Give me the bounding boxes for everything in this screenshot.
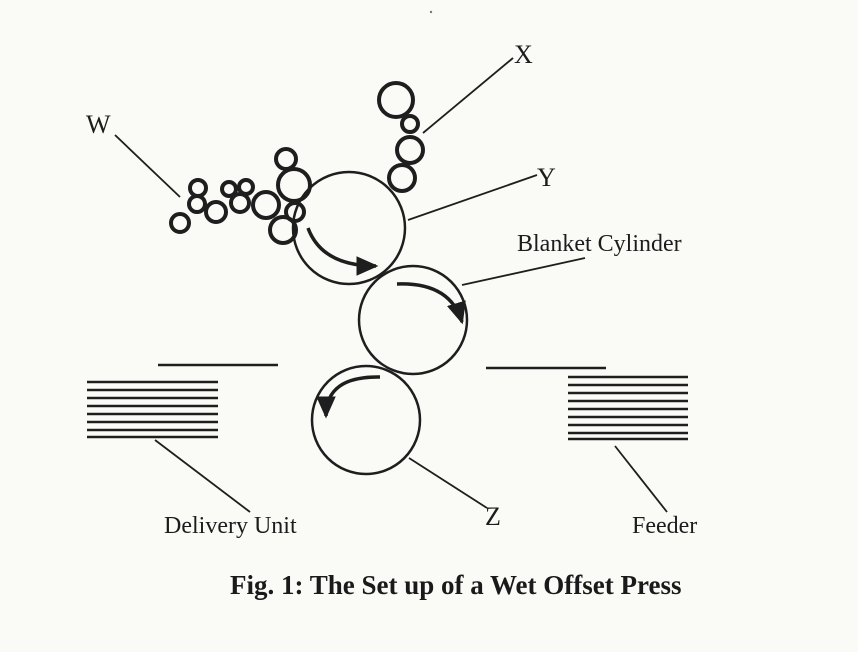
ink-roller	[220, 180, 238, 198]
ink-roller	[251, 190, 281, 220]
ink-roller	[204, 200, 228, 224]
impression-cylinder	[310, 364, 422, 476]
dampening-rollers	[377, 81, 425, 193]
plate-cylinder	[291, 170, 407, 286]
ink-roller	[229, 192, 251, 214]
leader-y	[407, 174, 538, 221]
leader-w	[114, 134, 181, 198]
ink-roller	[188, 178, 208, 198]
dampening-roller	[387, 163, 417, 193]
label-delivery-unit: Delivery Unit	[164, 513, 297, 539]
ink-roller	[284, 201, 306, 223]
rotation-arrow	[306, 227, 379, 276]
ink-roller	[187, 194, 207, 214]
ink-roller	[169, 212, 191, 234]
leader-x	[422, 57, 514, 134]
figure-caption: Fig. 1: The Set up of a Wet Offset Press	[230, 570, 681, 600]
label-z: Z	[485, 502, 501, 531]
label-x: X	[514, 40, 533, 69]
rotation-arrow	[396, 282, 466, 325]
leader-feeder	[614, 445, 668, 513]
feeder-stack	[486, 366, 688, 441]
ink-roller	[276, 167, 312, 203]
ink-roller	[268, 215, 298, 245]
label-y: Y	[537, 163, 556, 192]
scan-speck	[429, 10, 433, 14]
blanket-cylinder	[357, 264, 469, 376]
dampening-roller	[400, 114, 420, 134]
delivery-stack	[87, 363, 278, 439]
ink-roller	[237, 178, 255, 196]
leader-z	[408, 457, 488, 509]
label-blanket-cylinder: Blanket Cylinder	[517, 231, 682, 257]
leader-blanket	[461, 257, 586, 286]
dampening-roller	[377, 81, 415, 119]
ink-rollers	[169, 147, 312, 245]
leader-delivery	[154, 439, 251, 513]
label-w: W	[86, 110, 111, 139]
rotation-arrow	[316, 375, 381, 419]
ink-roller	[274, 147, 298, 171]
label-feeder: Feeder	[632, 513, 697, 539]
dampening-roller	[395, 135, 425, 165]
